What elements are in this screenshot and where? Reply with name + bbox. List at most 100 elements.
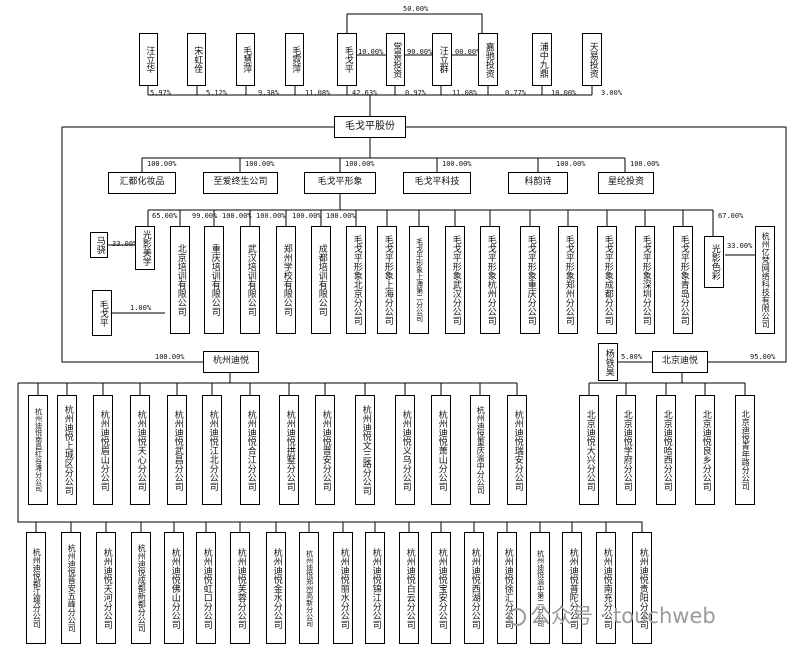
pct-l3-6: 67.00%: [718, 212, 744, 220]
pct-l3-1: 99.00%: [192, 212, 218, 220]
hz-branch-box: 杭州迪悦郑州高新分公司: [299, 532, 319, 644]
branch-box: 毛戈平形象青岛分公司: [673, 226, 693, 334]
shareholder-box: 常景投资: [386, 33, 405, 86]
watermark: 公众号 · touchweb: [508, 600, 716, 630]
shareholder-box: 天易投资: [582, 33, 602, 86]
hz-branch-box: 杭州迪悦虹口分公司: [196, 532, 216, 644]
branch-box: 毛戈平形象深圳分公司: [635, 226, 655, 334]
shareholder-box: 浦中九鼎: [532, 33, 552, 86]
subsidiary-box: 星纶投资: [598, 172, 654, 194]
hz-branch-box: 杭州迪悦文三路分公司: [355, 395, 375, 505]
training-box: 成都培训有限公司: [311, 226, 331, 334]
pct-top-7: 0.77%: [505, 89, 527, 97]
wechat-icon: [508, 608, 526, 626]
subsidiary-box: 毛戈平科技: [403, 172, 471, 194]
bj-branch-box: 北京迪悦良乡分公司: [695, 395, 715, 505]
bj-branch-box: 北京迪悦青年路分公司: [735, 395, 755, 505]
hz-branch-box: 杭州迪悦南昌红谷滩分公司: [28, 395, 48, 505]
hz-branch-box: 杭州迪悦重庆渝中分公司: [470, 395, 490, 505]
hz-branch-box: 杭州迪悦金水分公司: [266, 532, 286, 644]
pct-yifan: 33.00%: [727, 242, 753, 250]
hz-branch-box: 杭州迪悦芙蓉分公司: [230, 532, 250, 644]
pct-top-1: 5.12%: [206, 89, 228, 97]
watermark-text: 公众号 · touchweb: [530, 604, 716, 628]
shareholder-box: 毛慧萍: [236, 33, 255, 86]
pct-l3-4: 100.00%: [292, 212, 322, 220]
pct-sub-3: 100.00%: [442, 160, 472, 168]
training-box: 郑州学校有限公司: [276, 226, 296, 334]
shareholder-box: 嘉驰投资: [478, 33, 498, 86]
shareholder-box: 汪立华: [139, 33, 158, 86]
pct-maogeping-jiachi: 50.00%: [403, 5, 429, 13]
company-box: 毛戈平股份: [334, 116, 406, 138]
entity-box: 光影美学: [135, 226, 155, 270]
pct-mayao: 33.00%: [112, 240, 138, 248]
hz-branch-box: 杭州迪悦江北分公司: [202, 395, 222, 505]
shareholder-box: 毛戈平: [337, 33, 357, 86]
hz-branch-box: 杭州迪悦晋安五峰分公司: [61, 532, 81, 644]
hz-branch-box: 杭州迪悦合江分公司: [240, 395, 260, 505]
pct-top-6: 11.08%: [452, 89, 478, 97]
hangzhou-diyue-box: 杭州迪悦: [203, 351, 259, 373]
entity-box: 杭州亿梵网络科技有限公司: [755, 226, 775, 334]
pct-maogeping-changjing: 10.00%: [358, 48, 384, 56]
person-box: 杨铁昊: [598, 343, 618, 381]
training-box: 北京培训有限公司: [170, 226, 190, 334]
person-box: 毛戈平: [92, 290, 112, 336]
hz-branch-box: 杭州迪悦义乌分公司: [395, 395, 415, 505]
hz-branch-box: 杭州迪悦晋安分公司: [315, 395, 335, 505]
hz-branch-box: 杭州迪悦锦江分公司: [365, 532, 385, 644]
branch-box: 毛戈平形象成都分公司: [597, 226, 617, 334]
hz-branch-box: 杭州迪悦萧山分公司: [431, 395, 451, 505]
hz-branch-box: 杭州迪悦拱墅分公司: [279, 395, 299, 505]
hz-branch-box: 杭州迪悦白云分公司: [399, 532, 419, 644]
pct-hangzhou-dy: 100.00%: [155, 353, 185, 361]
pct-wangliqun-jiachi: 00.00%: [455, 48, 481, 56]
subsidiary-box: 毛戈平形象: [304, 172, 376, 194]
branch-box: 毛戈平形象杭州分公司: [480, 226, 500, 334]
pct-sub-5: 100.00%: [630, 160, 660, 168]
hz-branch-box: 杭州迪悦瑞安分公司: [507, 395, 527, 505]
hz-branch-box: 杭州迪悦成都新都分公司: [131, 532, 151, 644]
pct-sub-2: 100.00%: [345, 160, 375, 168]
hz-branch-box: 杭州迪悦南充分公司: [596, 532, 616, 644]
pct-wangliqun-changjing: 90.00%: [407, 48, 433, 56]
hz-branch-box: 杭州迪悦天河分公司: [96, 532, 116, 644]
pct-yang: 5.00%: [621, 353, 643, 361]
subsidiary-box: 至爱终生公司: [203, 172, 278, 194]
pct-l3-0: 65.00%: [152, 212, 178, 220]
hz-branch-box: 杭州迪悦眉山分公司: [93, 395, 113, 505]
pct-sub-4: 100.00%: [556, 160, 586, 168]
branch-box: 毛戈平形象上海分公司: [377, 226, 397, 334]
shareholder-box: 毛霓萍: [285, 33, 304, 86]
pct-beijing-dy: 95.00%: [750, 353, 776, 361]
hz-branch-box: 杭州迪悦佛山分公司: [164, 532, 184, 644]
pct-l3-3: 100.00%: [256, 212, 286, 220]
shareholder-box: 宋虹佺: [187, 33, 206, 86]
pct-top-3: 11.08%: [305, 89, 331, 97]
pct-top-5: 0.97%: [405, 89, 427, 97]
branch-box: 毛戈平形象上海第二分公司: [409, 226, 429, 334]
pct-top-2: 9.38%: [258, 89, 280, 97]
hz-branch-box: 杭州迪悦都江堰分公司: [26, 532, 46, 644]
subsidiary-box: 科韵诗: [508, 172, 568, 194]
hz-branch-box: 杭州迪悦天心分公司: [130, 395, 150, 505]
training-box: 武汉培训有限公司: [240, 226, 260, 334]
pct-l3-2: 100.00%: [222, 212, 252, 220]
hz-branch-box: 杭州迪悦渝中第二分公司: [530, 532, 550, 644]
person-box: 马骁: [90, 232, 108, 258]
bj-branch-box: 北京迪悦哈西分公司: [656, 395, 676, 505]
pct-top-8: 10.00%: [551, 89, 577, 97]
training-box: 重庆培训有限公司: [204, 226, 224, 334]
hz-branch-box: 杭州迪悦上城区分公司: [57, 395, 77, 505]
beijing-diyue-box: 北京迪悦: [652, 351, 708, 373]
pct-maogeping-small: 1.00%: [130, 304, 152, 312]
shareholder-box: 汪立群: [432, 33, 452, 86]
pct-l3-5: 100.00%: [326, 212, 356, 220]
pct-top-4: 42.63%: [352, 89, 378, 97]
hz-branch-box: 杭州迪悦宝安分公司: [431, 532, 451, 644]
bj-branch-box: 北京迪悦大兴分公司: [579, 395, 599, 505]
hz-branch-box: 杭州迪悦贵阳分公司: [632, 532, 652, 644]
hz-branch-box: 杭州迪悦丽水分公司: [333, 532, 353, 644]
